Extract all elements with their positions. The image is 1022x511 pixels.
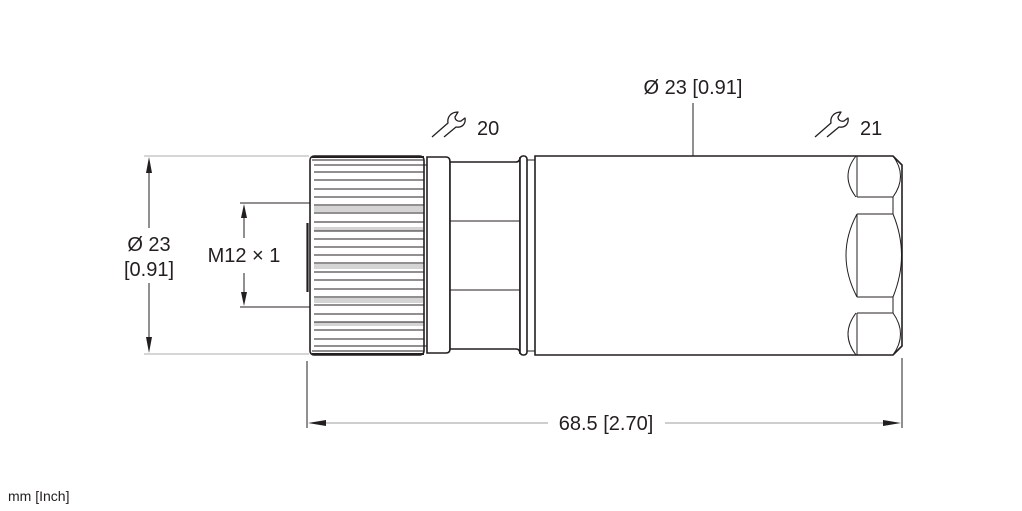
- thread-label: M12 × 1: [208, 245, 281, 267]
- wrench-icon: [431, 111, 466, 138]
- coupling-ring: [424, 156, 451, 354]
- coupling-diameter-mm: Ø 23: [127, 234, 170, 256]
- arrow-up-icon: [146, 157, 152, 173]
- overall-length-label: 68.5 [2.70]: [559, 413, 654, 435]
- thread-dimension: M12 × 1: [208, 202, 310, 308]
- knurled-coupling-nut: [309, 155, 425, 356]
- coupling-diameter-dimension: Ø 23 [0.91]: [124, 155, 309, 355]
- hex-neck: [449, 156, 521, 355]
- arrow-right-icon: [883, 420, 901, 426]
- body-hex-nut: [845, 155, 902, 356]
- arrow-up-icon: [241, 204, 247, 218]
- arrow-down-icon: [146, 337, 152, 353]
- wrench-icon: [814, 111, 849, 138]
- overall-length-dimension: 68.5 [2.70]: [306, 358, 903, 435]
- wrench-size-coupling-value: 20: [477, 118, 499, 140]
- coupling-diameter-inch: [0.91]: [124, 259, 174, 281]
- o-ring: [519, 155, 535, 356]
- arrow-left-icon: [308, 420, 326, 426]
- arrow-down-icon: [241, 292, 247, 306]
- connector-body: [534, 155, 903, 356]
- wrench-size-body-value: 21: [860, 118, 882, 140]
- wrench-size-coupling: 20: [431, 111, 499, 140]
- body-diameter-label: Ø 23 [0.91]: [644, 77, 743, 99]
- wrench-size-body: 21: [814, 111, 882, 140]
- units-label: mm [Inch]: [8, 488, 69, 504]
- body-diameter-dimension: Ø 23 [0.91]: [644, 77, 743, 156]
